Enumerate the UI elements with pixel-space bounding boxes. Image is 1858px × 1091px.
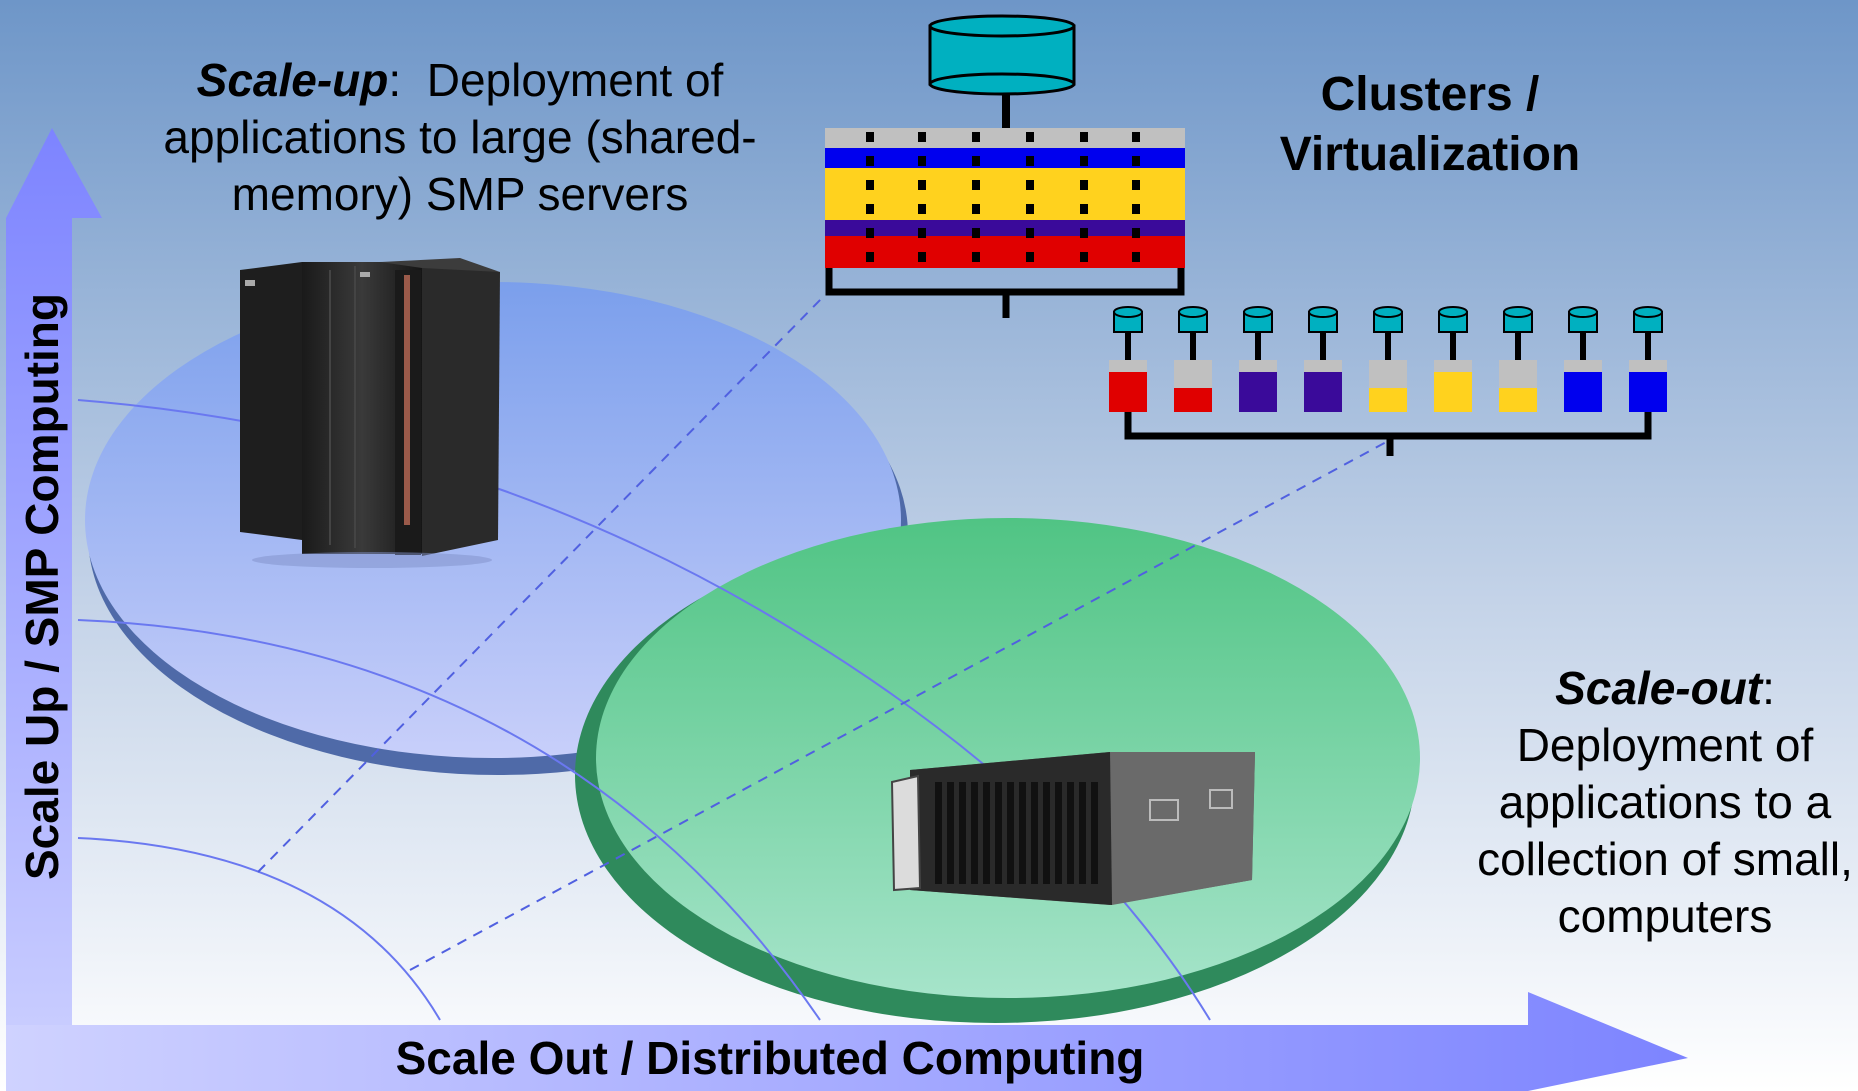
blade-slots [935,782,1098,884]
blade-slot [1031,782,1038,884]
shared-storage-stripes [825,128,1185,318]
cluster-node-icon [1564,306,1602,412]
blade-server-icon [890,752,1255,905]
scale-out-line4: collection of small, [1477,833,1853,885]
scale-out-line5: computers [1557,890,1773,942]
database-icon [928,14,1076,128]
scale-up-description: Scale-up: Deployment of applications to … [150,52,770,223]
cluster-node-icon [1109,306,1147,412]
y-axis-arrow [6,128,102,1025]
dashed-guides [257,294,1391,971]
scale-up-title: Scale-up [196,54,389,106]
blade-slot [959,782,966,884]
blade-slot [983,782,990,884]
cluster-node-icon [1434,306,1472,412]
blade-slot [935,782,942,884]
cluster-node-icon [1629,306,1667,412]
clusters-line1: Clusters / [1320,68,1540,121]
blade-slot [971,782,978,884]
scale-up-line1: Deployment of [401,54,724,106]
blade-slot [1043,782,1050,884]
y-axis-label: Scale Up / SMP Computing [16,293,68,880]
cluster-node-icon [1304,306,1342,412]
scale-up-line2: applications to large (shared- [163,111,757,163]
scale-out-line2: Deployment of [1516,719,1814,771]
blade-slot [1007,782,1014,884]
scale-up-line3: memory) SMP servers [231,168,689,220]
smp-server-icon [240,258,500,568]
blade-slot [1055,782,1062,884]
cluster-node-icon [1499,306,1537,412]
cluster-node-icon [1174,306,1212,412]
blade-slot [995,782,1002,884]
clusters-line2: Virtualization [1279,128,1581,181]
scale-up-colon: : [388,54,402,106]
cluster-bus [1124,412,1652,456]
clusters-heading: Clusters / Virtualization [1240,65,1620,185]
x-axis-label: Scale Out / Distributed Computing [395,1032,1145,1084]
scale-out-colon: : [1762,662,1775,714]
scale-out-line3: applications to a [1498,776,1832,828]
blade-slot [1091,782,1098,884]
cluster-node-icon [1239,306,1277,412]
blade-slot [1067,782,1074,884]
blade-slot [1019,782,1026,884]
cluster-node-icon [1369,306,1407,412]
scale-out-title: Scale-out [1555,662,1763,714]
x-axis-arrow [6,992,1688,1091]
blade-slot [1079,782,1086,884]
scale-out-description: Scale-out: Deployment of applications to… [1455,660,1858,945]
blade-slot [947,782,954,884]
cluster-nodes [1109,306,1667,412]
